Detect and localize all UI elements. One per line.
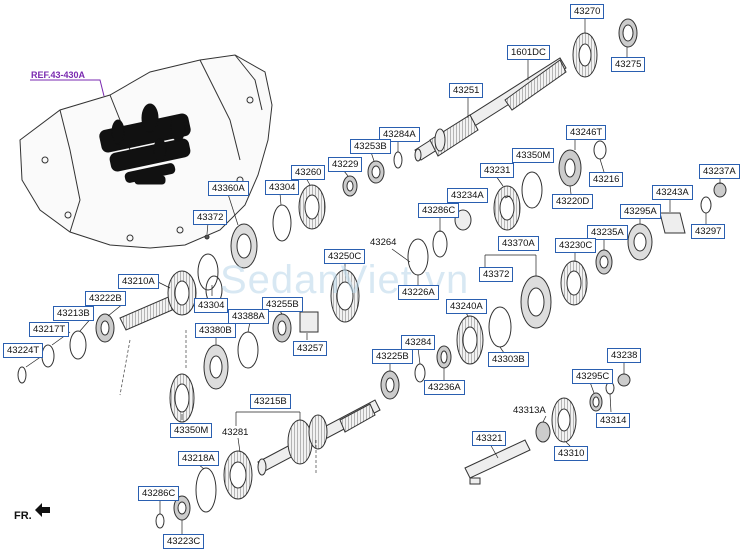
part-label-43226A[interactable]: 43226A <box>398 285 439 300</box>
main-shaft <box>414 57 567 162</box>
part-label-43260[interactable]: 43260 <box>291 165 326 180</box>
part-label-43360A[interactable]: 43360A <box>208 181 249 196</box>
part-label-43303B[interactable]: 43303B <box>488 352 529 367</box>
part-label-43217T[interactable]: 43217T <box>29 322 70 337</box>
counter-shaft <box>257 399 381 476</box>
part-label-43286C[interactable]: 43286C <box>418 203 460 218</box>
part-label-43222B[interactable]: 43222B <box>85 291 126 306</box>
part-label-43234A[interactable]: 43234A <box>447 188 488 203</box>
part-label-43380B[interactable]: 43380B <box>195 323 236 338</box>
part-label-43284[interactable]: 43284 <box>401 335 436 350</box>
part-label-43236A[interactable]: 43236A <box>424 380 465 395</box>
part-label-43264[interactable]: 43264 <box>370 237 397 248</box>
part-label-43284A[interactable]: 43284A <box>379 127 420 142</box>
part-label-43213B[interactable]: 43213B <box>53 306 94 321</box>
part-label-43313A[interactable]: 43313A <box>513 405 546 416</box>
part-label-43218A[interactable]: 43218A <box>178 451 219 466</box>
part-label-43281[interactable]: 43281 <box>222 427 249 438</box>
part-label-43246T[interactable]: 43246T <box>566 125 607 140</box>
part-label-43350M-lower[interactable]: 43350M <box>170 423 213 438</box>
part-label-43275[interactable]: 43275 <box>611 57 646 72</box>
reference-label[interactable]: REF.43-430A <box>31 70 86 80</box>
part-label-43251[interactable]: 43251 <box>449 83 484 98</box>
part-label-43297[interactable]: 43297 <box>691 224 726 239</box>
part-label-43250C[interactable]: 43250C <box>324 249 366 264</box>
part-label-43304[interactable]: 43304 <box>265 180 300 195</box>
direction-label: FR. <box>14 510 32 522</box>
part-label-43255B[interactable]: 43255B <box>262 297 303 312</box>
part-label-43304b[interactable]: 43304 <box>194 298 229 313</box>
reverse-idler-shaft <box>464 439 531 485</box>
part-label-1601DC[interactable]: 1601DC <box>507 45 550 60</box>
part-label-43314[interactable]: 43314 <box>596 413 631 428</box>
part-label-43372[interactable]: 43372 <box>193 210 228 225</box>
part-label-43240A[interactable]: 43240A <box>446 299 487 314</box>
part-label-43220D[interactable]: 43220D <box>552 194 594 209</box>
part-label-43229[interactable]: 43229 <box>328 157 363 172</box>
part-label-43295A[interactable]: 43295A <box>620 204 661 219</box>
part-label-43216[interactable]: 43216 <box>589 172 624 187</box>
part-label-43372b[interactable]: 43372 <box>479 267 514 282</box>
part-label-43225B[interactable]: 43225B <box>372 349 413 364</box>
part-label-43310[interactable]: 43310 <box>554 446 589 461</box>
part-label-43231[interactable]: 43231 <box>480 163 515 178</box>
part-label-43270[interactable]: 43270 <box>570 4 605 19</box>
part-label-43388A[interactable]: 43388A <box>228 309 269 324</box>
part-label-43257[interactable]: 43257 <box>293 341 328 356</box>
part-label-43370A[interactable]: 43370A <box>498 236 539 251</box>
input-shaft <box>119 270 197 331</box>
front-direction-arrow <box>35 503 50 517</box>
part-label-43223C[interactable]: 43223C <box>163 534 205 549</box>
part-label-43350M[interactable]: 43350M <box>512 148 555 163</box>
part-label-43238[interactable]: 43238 <box>607 348 642 363</box>
part-label-43224T[interactable]: 43224T <box>3 343 44 358</box>
part-label-43230C[interactable]: 43230C <box>555 238 597 253</box>
part-label-43321[interactable]: 43321 <box>472 431 507 446</box>
part-label-43235A[interactable]: 43235A <box>587 225 628 240</box>
part-label-43210A[interactable]: 43210A <box>118 274 159 289</box>
part-label-43286C-lower[interactable]: 43286C <box>138 486 180 501</box>
part-label-43215B[interactable]: 43215B <box>250 394 291 409</box>
transmission-housing <box>19 54 273 249</box>
part-label-43243A[interactable]: 43243A <box>652 185 693 200</box>
part-label-43295C[interactable]: 43295C <box>572 369 614 384</box>
part-label-43237A[interactable]: 43237A <box>699 164 740 179</box>
part-label-43253B[interactable]: 43253B <box>350 139 391 154</box>
